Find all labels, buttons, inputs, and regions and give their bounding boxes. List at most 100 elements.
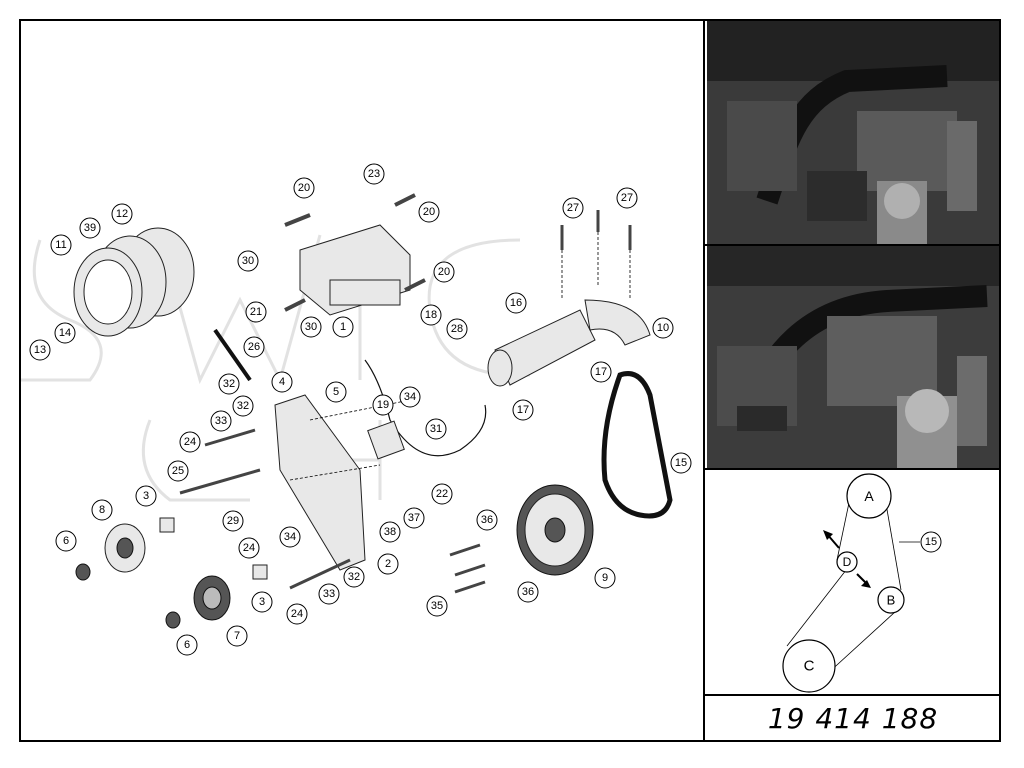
alignment-lines xyxy=(289,232,631,481)
svg-text:28: 28 xyxy=(451,323,463,335)
callout-5: 5 xyxy=(325,381,347,403)
callout-27a: 27 xyxy=(562,197,584,219)
divider-photos xyxy=(705,244,1001,246)
svg-text:6: 6 xyxy=(184,639,190,651)
callout-18: 18 xyxy=(420,304,442,326)
svg-text:15: 15 xyxy=(925,536,937,548)
callout-16: 16 xyxy=(505,292,527,314)
mounting-plate xyxy=(274,394,366,571)
callout-24b: 24 xyxy=(238,537,260,559)
svg-text:11: 11 xyxy=(55,239,66,251)
callout-6b: 6 xyxy=(176,634,198,656)
callout-29: 29 xyxy=(222,510,244,532)
tension-arrows xyxy=(823,530,871,588)
svg-text:24: 24 xyxy=(291,608,303,620)
svg-text:21: 21 xyxy=(250,306,262,318)
idler-pulley-8 xyxy=(104,523,146,573)
tensioner-d-label: D xyxy=(843,555,852,569)
callout-11: 11 xyxy=(50,234,72,256)
svg-text:31: 31 xyxy=(430,423,442,435)
callout-13: 13 xyxy=(29,339,51,361)
engine-photo-before xyxy=(707,21,999,244)
svg-text:5: 5 xyxy=(333,386,339,398)
callout-34b: 34 xyxy=(279,526,301,548)
callout-30b: 30 xyxy=(300,316,322,338)
divider-part-number xyxy=(705,694,1001,696)
callout-37: 37 xyxy=(403,507,425,529)
svg-text:3: 3 xyxy=(143,490,149,502)
mounting-bracket xyxy=(299,224,411,316)
callout-9: 9 xyxy=(594,567,616,589)
svg-text:13: 13 xyxy=(34,344,46,356)
svg-text:2: 2 xyxy=(385,558,391,570)
callout-14: 14 xyxy=(54,322,76,344)
engine-photo-after xyxy=(707,246,999,468)
callout-35: 35 xyxy=(426,595,448,617)
callout-21: 21 xyxy=(245,301,267,323)
svg-text:34: 34 xyxy=(284,531,296,543)
sensor-wire xyxy=(364,359,487,460)
callout-39: 39 xyxy=(79,217,101,239)
callout-32c: 32 xyxy=(343,566,365,588)
svg-text:25: 25 xyxy=(172,465,184,477)
callout-24c: 24 xyxy=(286,603,308,625)
svg-text:23: 23 xyxy=(368,168,380,180)
svg-text:15: 15 xyxy=(675,457,687,469)
pulley-a-label: A xyxy=(864,488,874,504)
callout-27b: 27 xyxy=(616,187,638,209)
diagram-frame xyxy=(19,19,1001,742)
callout-4: 4 xyxy=(271,371,293,393)
callout-23: 23 xyxy=(363,163,385,185)
svg-text:24: 24 xyxy=(184,436,196,448)
svg-text:38: 38 xyxy=(384,526,396,538)
svg-text:10: 10 xyxy=(657,322,669,334)
callout-31: 31 xyxy=(425,418,447,440)
svg-text:36: 36 xyxy=(522,586,534,598)
svg-text:32: 32 xyxy=(348,571,360,583)
svg-text:12: 12 xyxy=(116,208,128,220)
spacers xyxy=(75,517,268,629)
svg-text:1: 1 xyxy=(340,321,346,333)
svg-text:20: 20 xyxy=(298,182,310,194)
svg-text:7: 7 xyxy=(234,630,240,642)
svg-text:27: 27 xyxy=(621,192,633,204)
callout-34a: 34 xyxy=(399,386,421,408)
callout-36a: 36 xyxy=(476,509,498,531)
callout-26: 26 xyxy=(243,336,265,358)
callout-22: 22 xyxy=(431,483,453,505)
svg-text:33: 33 xyxy=(215,415,227,427)
svg-text:29: 29 xyxy=(227,515,239,527)
svg-text:33: 33 xyxy=(323,588,335,600)
callout-7: 7 xyxy=(226,625,248,647)
callout-3a: 3 xyxy=(135,485,157,507)
drive-belt xyxy=(601,371,673,519)
callout-17b: 17 xyxy=(590,361,612,383)
callout-38: 38 xyxy=(379,521,401,543)
callout-6a: 6 xyxy=(55,530,77,552)
callout-2: 2 xyxy=(377,553,399,575)
svg-text:27: 27 xyxy=(567,202,579,214)
callout-33b: 33 xyxy=(318,583,340,605)
svg-text:39: 39 xyxy=(84,222,96,234)
engine-photo-after-image xyxy=(707,246,999,468)
intake-hose xyxy=(487,299,651,387)
callout-20a: 20 xyxy=(293,177,315,199)
svg-text:9: 9 xyxy=(602,572,608,584)
svg-text:3: 3 xyxy=(259,596,265,608)
callout-20b: 20 xyxy=(418,201,440,223)
callout-32b: 32 xyxy=(232,395,254,417)
svg-text:8: 8 xyxy=(99,504,105,516)
callout-36b: 36 xyxy=(517,581,539,603)
part-number: 19 414 188 xyxy=(767,701,939,735)
svg-text:17: 17 xyxy=(517,404,529,416)
callout-20c: 20 xyxy=(433,261,455,283)
pulley-b-label: B xyxy=(887,593,896,608)
callout-3b: 3 xyxy=(251,591,273,613)
pulley-c: C xyxy=(782,639,836,693)
svg-text:32: 32 xyxy=(237,400,249,412)
svg-text:36: 36 xyxy=(481,514,493,526)
svg-text:20: 20 xyxy=(423,206,435,218)
svg-text:30: 30 xyxy=(305,321,317,333)
callout-33a: 33 xyxy=(210,410,232,432)
callout-15: 15 xyxy=(670,452,692,474)
